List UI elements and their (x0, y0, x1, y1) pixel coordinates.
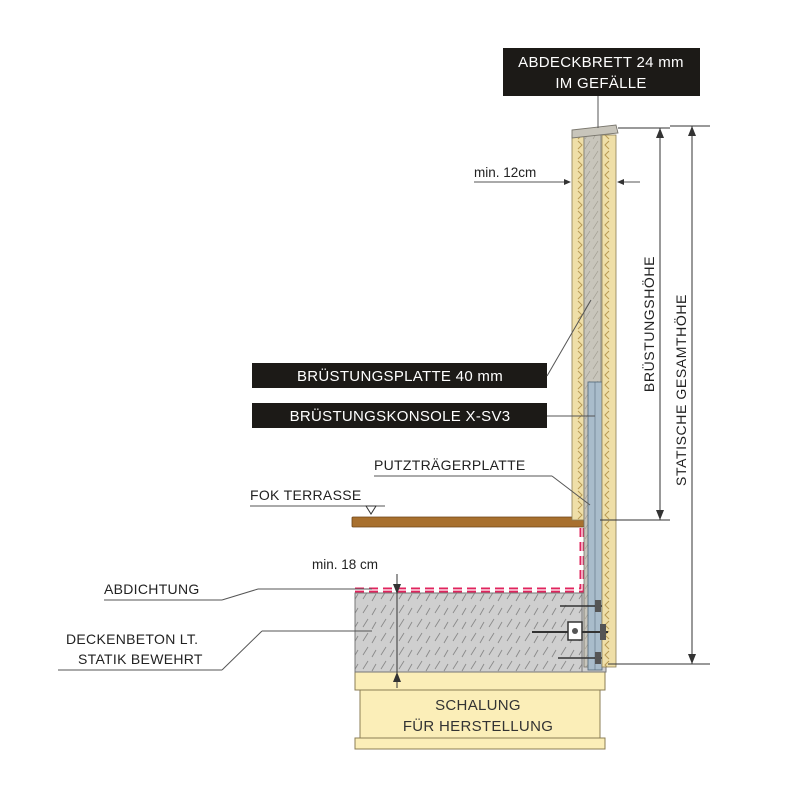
terrace-floor-board (351, 516, 585, 528)
anchor-bolt-upper (560, 600, 602, 612)
label-total-static-height: STATISCHE GESAMTHÖHE (672, 294, 689, 486)
label-concrete-line2: STATIK BEWEHRT (78, 651, 203, 667)
formwork-block (359, 689, 601, 739)
label-concrete-line1: DECKENBETON LT. (66, 631, 198, 647)
label-box-parapet-board (252, 363, 547, 388)
label-box-cover-board (503, 48, 700, 96)
arrow-min-18cm-bottom (393, 672, 401, 682)
sealing-membrane-core (355, 520, 583, 591)
arrow-min-12cm-left (564, 179, 571, 185)
label-min-18cm: min. 18 cm (312, 557, 378, 572)
label-cover-board-line2: IM GEFÄLLE (555, 75, 646, 92)
label-sealing: ABDICHTUNG (104, 581, 200, 597)
formwork-bottom-plank (354, 737, 606, 750)
leader-sealing-diag (221, 588, 259, 601)
dim-total-static-height (608, 125, 710, 665)
label-min-12cm: min. 12cm (474, 165, 536, 180)
leader-concrete-diag (221, 630, 263, 671)
label-parapet-console: BRÜSTUNGSKONSOLE X-SV3 (290, 407, 511, 425)
level-marker-fok (365, 505, 377, 515)
plaster-carrier-right (601, 134, 617, 668)
formwork-top-plank (354, 671, 606, 691)
plaster-carrier-left (571, 134, 585, 521)
cover-board (571, 124, 619, 139)
label-parapet-height: BRÜSTUNGSHÖHE (640, 256, 657, 392)
dim-parapet-height (600, 127, 670, 521)
label-fok-terrace: FOK TERRASSE (250, 487, 361, 503)
arrow-min-18cm-top (393, 584, 401, 594)
label-cover-board-line1: ABDECKBRETT 24 mm (518, 54, 684, 71)
leader-plaster-board-diag (551, 475, 591, 506)
anchor-bolt-middle (532, 621, 608, 641)
label-box-parapet-console (252, 403, 547, 428)
arrow-min-12cm-right (617, 179, 624, 185)
leader-parapet-board (546, 299, 592, 377)
sealing-membrane (355, 520, 585, 593)
anchor-bolt-lower (558, 652, 602, 664)
label-parapet-board: BRÜSTUNGSPLATTE 40 mm (297, 367, 503, 385)
formwork-label-line2: FÜR HERSTELLUNG (403, 717, 553, 735)
label-plaster-board: PUTZTRÄGERPLATTE (374, 457, 526, 473)
formwork-label-line1: SCHALUNG (435, 697, 521, 714)
